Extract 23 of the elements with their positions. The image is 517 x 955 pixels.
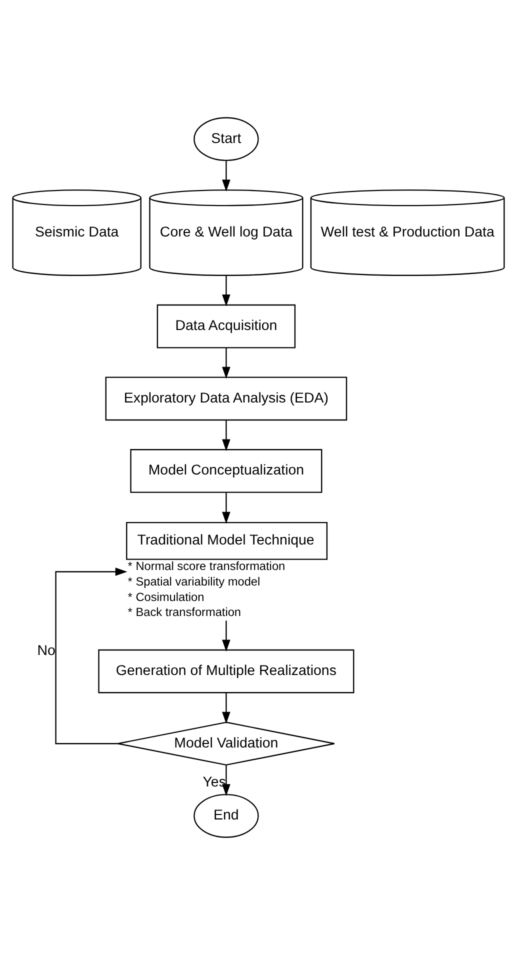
arrow [222,348,230,379]
node-box: Exploratory Data Analysis (EDA) [105,376,348,421]
arrow [222,276,230,306]
node-label: * Back transformation [128,605,242,620]
edge-label: No [37,642,56,659]
node-box: Data Acquisition [156,304,296,348]
node-box: Traditional Model Technique [126,522,328,560]
arrow [222,765,230,796]
node-diamond: Model Validation [117,722,336,766]
edge-label: Yes [202,774,226,790]
arrow [222,160,230,192]
arrow [222,492,230,524]
arrow [222,693,230,724]
node-ellipse: End [194,794,259,838]
arrow [222,420,230,452]
node-box: Generation of Multiple Realizations [98,649,354,694]
node-label: * Cosimulation [128,590,204,604]
arrow [55,568,128,744]
arrow [222,620,230,652]
node-ellipse: Start [194,117,259,161]
node-box: Model Conceptualization [130,449,322,493]
node-label: * Spatial variability model [128,574,260,588]
node-label: * Normal score transformation [128,558,286,573]
